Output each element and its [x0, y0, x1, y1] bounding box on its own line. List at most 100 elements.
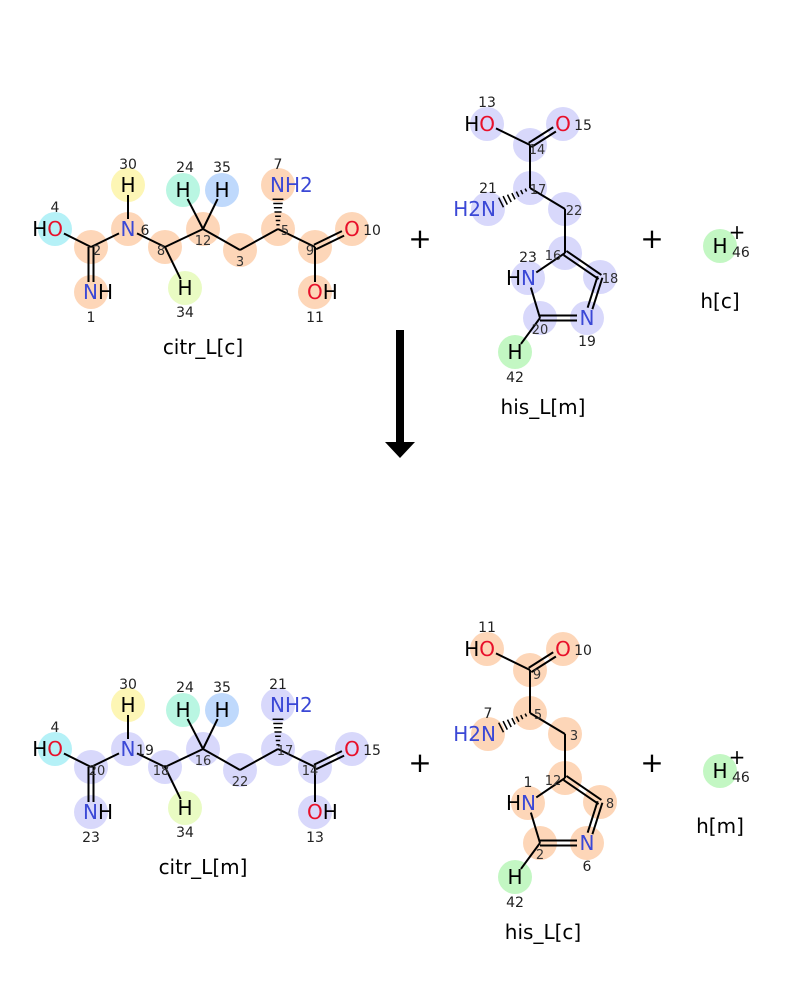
single-bond — [239, 228, 279, 251]
single-bond — [520, 317, 541, 345]
atom-label: NH2 — [270, 173, 313, 197]
atom-index: 21 — [269, 677, 287, 693]
single-bond — [520, 842, 541, 870]
atom-label: HO — [32, 737, 63, 761]
atom-label: NH — [83, 280, 113, 304]
atom-index: 13 — [478, 95, 496, 111]
molecule-h-m: H+46h[m] — [696, 745, 750, 838]
atom-label: H — [175, 178, 190, 202]
atom-index: 12 — [195, 234, 212, 249]
atom-index: 18 — [602, 272, 619, 287]
atom-highlight — [111, 168, 145, 202]
atom-highlight — [298, 275, 332, 309]
single-bond — [202, 718, 219, 750]
atom-highlight — [168, 271, 202, 305]
atom-index: 3 — [236, 255, 244, 270]
hashed-wedge-bond — [272, 718, 284, 746]
molecule-name: h[c] — [700, 289, 739, 313]
atom-highlight — [38, 732, 72, 766]
atom-highlight — [74, 275, 108, 309]
atom-label: H — [177, 796, 192, 820]
atom-index: 20 — [89, 764, 106, 779]
atom-highlight — [168, 791, 202, 825]
atom-highlight — [166, 693, 200, 727]
molecule-h-c: H+46h[c] — [700, 220, 750, 313]
atom-highlight — [38, 212, 72, 246]
atom-label: NH2 — [270, 693, 313, 717]
atom-index: 2 — [536, 848, 544, 863]
double-bond — [530, 655, 557, 673]
molecule-name: h[m] — [696, 814, 744, 838]
atom-index: 1 — [87, 310, 96, 326]
double-bond — [530, 130, 557, 148]
atom-label: H2N — [453, 722, 496, 746]
plus-sign: + — [408, 222, 431, 255]
atom-highlight — [261, 168, 295, 202]
atom-highlight — [111, 732, 145, 766]
atom-charge: + — [729, 220, 746, 244]
atom-highlight — [298, 795, 332, 829]
atom-index: 19 — [136, 743, 154, 759]
atom-index: 8 — [157, 244, 165, 259]
atom-label: H — [177, 276, 192, 300]
double-bond — [528, 651, 554, 669]
atom-label: O — [555, 112, 571, 136]
atom-label: H — [214, 698, 229, 722]
double-bond — [591, 277, 604, 310]
double-bond — [563, 254, 600, 280]
atom-label: O — [344, 737, 360, 761]
molecule-name: his_L[c] — [505, 920, 581, 944]
molecule-name: his_L[m] — [501, 395, 586, 419]
atom-label: H — [507, 340, 522, 364]
single-bond — [277, 748, 316, 768]
atom-index: 10 — [574, 643, 592, 659]
atom-index: 13 — [306, 830, 324, 846]
atom-index: 5 — [281, 224, 289, 239]
single-bond — [63, 752, 92, 768]
atom-highlight — [261, 688, 295, 722]
atom-index: 42 — [506, 370, 524, 386]
atom-label: NH — [83, 800, 113, 824]
single-bond — [495, 127, 531, 146]
atom-label: HN — [506, 266, 536, 290]
single-bond — [202, 228, 241, 251]
atom-index: 10 — [363, 223, 381, 239]
atom-label: N — [121, 737, 136, 761]
atom-highlight — [111, 688, 145, 722]
atom-label: N — [121, 217, 136, 241]
double-bond — [528, 126, 554, 144]
atom-index: 34 — [176, 825, 194, 841]
atom-highlight — [470, 632, 504, 666]
atom-index: 24 — [176, 160, 194, 176]
single-bond — [529, 287, 541, 319]
atom-index: 2 — [93, 244, 101, 259]
atom-index: 8 — [606, 797, 614, 812]
atom-index: 22 — [566, 204, 583, 219]
atom-index: 14 — [529, 143, 546, 158]
atom-label: H — [712, 234, 727, 258]
atom-index: 3 — [570, 729, 578, 744]
atom-index: 11 — [306, 310, 324, 326]
plus-sign: + — [408, 746, 431, 779]
atom-index: 6 — [583, 859, 592, 875]
atom-highlight — [703, 229, 737, 263]
atom-index: 17 — [530, 183, 547, 198]
atom-index: 19 — [578, 334, 596, 350]
atom-index: 9 — [306, 244, 314, 259]
atom-highlight — [205, 173, 239, 207]
double-bond — [313, 750, 343, 766]
atom-index: 23 — [82, 830, 100, 846]
atom-index: 21 — [479, 181, 497, 197]
atom-label: N — [580, 306, 595, 330]
atom-index: 16 — [195, 754, 212, 769]
atom-index: 24 — [176, 680, 194, 696]
atom-index: 15 — [574, 118, 592, 134]
atom-highlight — [570, 301, 604, 335]
hashed-wedge-bond — [498, 188, 528, 208]
